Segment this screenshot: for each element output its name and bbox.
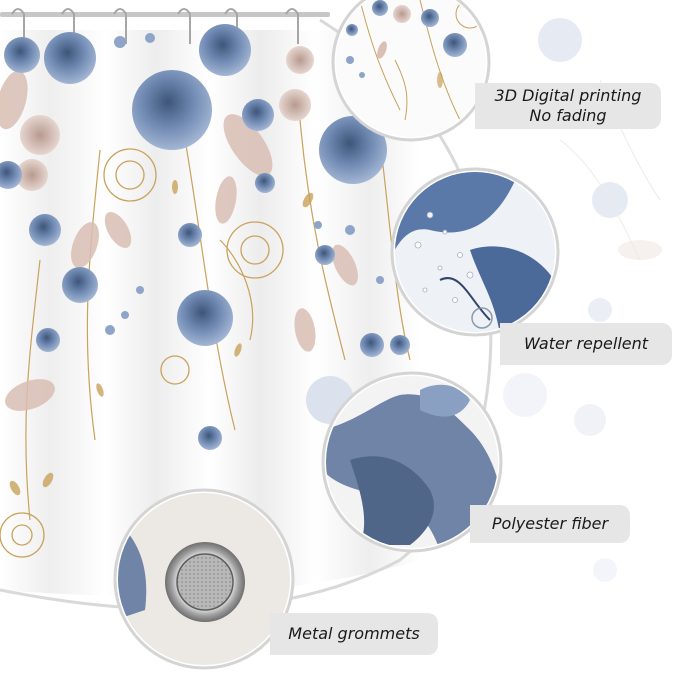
curtain-hook-icon — [61, 8, 75, 44]
detail-water-zoom — [390, 167, 560, 337]
detail-grommet-zoom — [113, 488, 295, 670]
detail-printing-zoom — [331, 0, 491, 142]
curtain-hook-icon — [177, 8, 191, 44]
water-droplet-icon — [414, 211, 493, 329]
curtain-hook-icon — [11, 8, 25, 44]
grommet-icon — [165, 542, 245, 622]
curtain-florals — [0, 24, 411, 558]
curtain-hook-icon — [113, 8, 127, 44]
feature-printing-title: 3D Digital printing — [494, 86, 642, 105]
feature-label-fiber: Polyester fiber — [470, 505, 630, 543]
feature-printing-subtitle: No fading — [529, 106, 607, 125]
curtain-hooks — [11, 8, 299, 44]
feature-label-printing: 3D Digital printing No fading — [475, 83, 661, 129]
curtain-hook-icon — [285, 8, 299, 44]
background-florals — [503, 18, 662, 582]
feature-label-water: Water repellent — [500, 323, 672, 365]
feature-label-grommet: Metal grommets — [270, 613, 438, 655]
curtain-hook-icon — [224, 8, 238, 44]
